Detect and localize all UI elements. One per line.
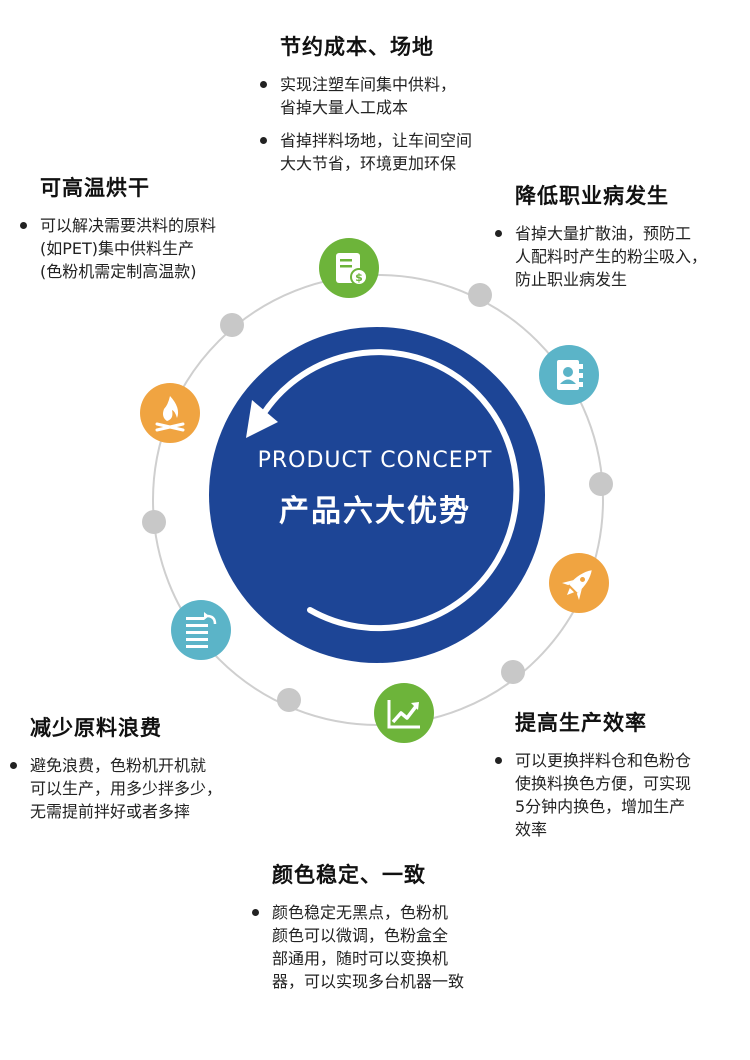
advantage-title: 节约成本、场地 <box>280 35 434 59</box>
center-title-en: PRODUCT CONCEPT <box>257 448 493 473</box>
advantage-color: 颜色稳定、一致 颜色稳定无黑点，色粉机 颜色可以微调，色粉盒全 部通用，随时可以… <box>250 859 464 1003</box>
advantage-health: 降低职业病发生 省掉大量扩散油，预防工 人配料时产生的粉尘吸入， 防止职业病发生 <box>493 180 707 301</box>
ring-dot <box>501 660 525 684</box>
advantage-bullet: 颜色稳定无黑点，色粉机 颜色可以微调，色粉盒全 部通用，随时可以变换机 器，可以… <box>250 901 464 993</box>
advantage-title: 提高生产效率 <box>515 711 647 735</box>
advantage-title: 减少原料浪费 <box>30 716 162 740</box>
advantage-bullet: 省掉大量扩散油，预防工 人配料时产生的粉尘吸入， 防止职业病发生 <box>493 222 707 291</box>
advantage-drying: 可高温烘干 可以解决需要洪料的原料 (如PET)集中供料生产 (色粉机需定制高温… <box>18 172 216 293</box>
advantage-bullet: 可以解决需要洪料的原料 (如PET)集中供料生产 (色粉机需定制高温款) <box>18 214 216 283</box>
advantage-bullet: 省掉拌料场地，让车间空间 大大节省，环境更加环保 <box>258 129 472 175</box>
center-circle <box>209 327 545 663</box>
ring-dot <box>220 313 244 337</box>
advantage-bullet: 实现注塑车间集中供料， 省掉大量人工成本 <box>258 73 472 119</box>
ring-dot <box>277 688 301 712</box>
advantage-waste: 减少原料浪费 避免浪费，色粉机开机就 可以生产，用多少拌多少， 无需提前拌好或者… <box>8 712 222 833</box>
ring-dot <box>142 510 166 534</box>
advantage-bullet: 可以更换拌料仓和色粉仓 使换料换色方便，可实现 5分钟内换色，增加生产 效率 <box>493 749 691 841</box>
chart-up-icon <box>374 683 434 743</box>
cycle-arc <box>259 349 520 632</box>
ring-dot <box>468 283 492 307</box>
ring-dot <box>589 472 613 496</box>
list-return-icon <box>171 600 231 660</box>
advantage-cost: 节约成本、场地 实现注塑车间集中供料， 省掉大量人工成本 省掉拌料场地，让车间空… <box>258 31 472 185</box>
advantage-bullet: 避免浪费，色粉机开机就 可以生产，用多少拌多少， 无需提前拌好或者多摔 <box>8 754 222 823</box>
advantage-title: 颜色稳定、一致 <box>272 863 426 887</box>
fire-icon <box>140 383 200 443</box>
advantage-title: 降低职业病发生 <box>515 184 669 208</box>
advantage-title: 可高温烘干 <box>40 176 150 200</box>
contact-book-icon <box>539 345 599 405</box>
rocket-icon <box>549 553 609 613</box>
center-title-zh: 产品六大优势 <box>279 494 471 529</box>
cycle-arrow-head <box>246 400 278 438</box>
document-dollar-icon: $ <box>319 238 379 298</box>
svg-text:$: $ <box>355 271 363 284</box>
advantage-efficiency: 提高生产效率 可以更换拌料仓和色粉仓 使换料换色方便，可实现 5分钟内换色，增加… <box>493 707 691 851</box>
